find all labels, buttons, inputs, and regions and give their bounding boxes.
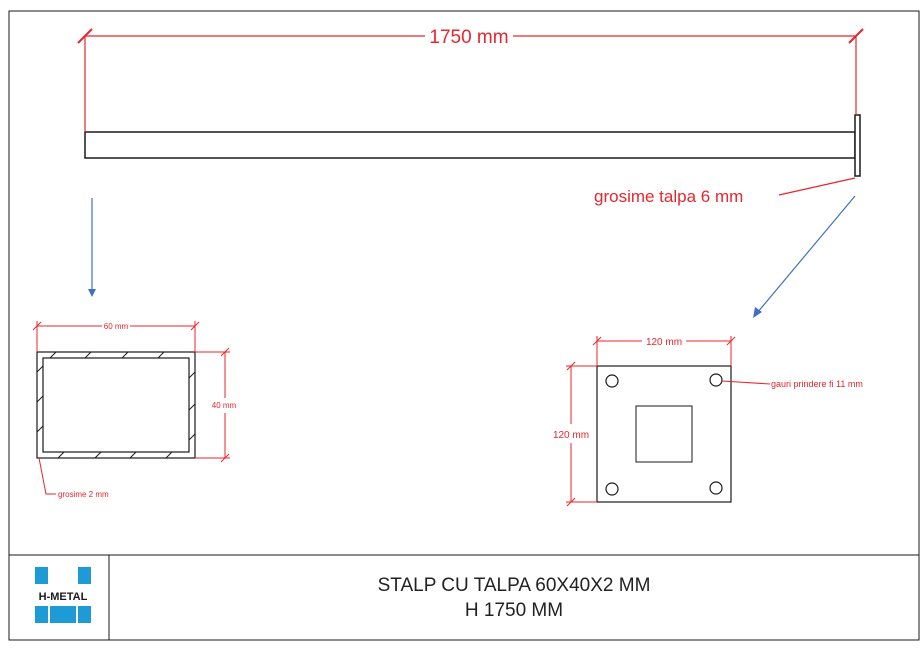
plate-view-arrow	[753, 195, 856, 318]
post-side-view	[84, 114, 861, 177]
post-footprint	[635, 405, 693, 463]
wall-thickness-label: grosime 2 mm	[58, 490, 109, 499]
length-dimension	[77, 28, 864, 132]
title-block: H-METAL STALP CU TALPA 60X40X2 MM H 1750…	[9, 555, 919, 640]
mounting-hole	[709, 373, 723, 387]
section-view-arrow	[88, 198, 96, 297]
base-thickness-leader	[778, 177, 856, 196]
base-plate-side	[854, 114, 861, 177]
title-text: STALP CU TALPA 60X40X2 MM H 1750 MM	[109, 555, 919, 640]
post-tube	[84, 131, 856, 159]
mounting-hole	[709, 481, 723, 495]
tube-width-label: 60 mm	[104, 322, 129, 331]
plate-height-label: 120 mm	[553, 430, 589, 441]
drawing-frame	[8, 10, 920, 641]
plate-width-dimension	[592, 336, 736, 366]
holes-label: gauri prindere fi 11 mm	[771, 379, 863, 389]
plate-width-label: 120 mm	[646, 337, 682, 348]
tube-width-dimension	[32, 321, 200, 352]
logo-wordmark: H-METAL	[39, 591, 88, 603]
h-metal-logo: H-METAL	[35, 567, 91, 623]
mounting-hole	[605, 374, 619, 388]
mounting-hole	[605, 482, 619, 496]
tube-height-label: 40 mm	[212, 401, 237, 410]
base-plate-top-view	[596, 365, 732, 503]
plate-height-dimension	[566, 361, 597, 507]
title-line-1: STALP CU TALPA 60X40X2 MM	[377, 574, 651, 596]
tube-height-dimension	[195, 347, 230, 463]
title-line-2: H 1750 MM	[464, 599, 564, 621]
wall-thickness-leader	[38, 457, 56, 495]
holes-leader	[721, 380, 771, 385]
length-dimension-label: 1750 mm	[429, 27, 508, 48]
wall-hatching	[36, 351, 196, 459]
tube-cross-section	[36, 351, 196, 459]
tube-inner	[42, 357, 190, 453]
base-thickness-label: grosime talpa 6 mm	[594, 187, 743, 206]
